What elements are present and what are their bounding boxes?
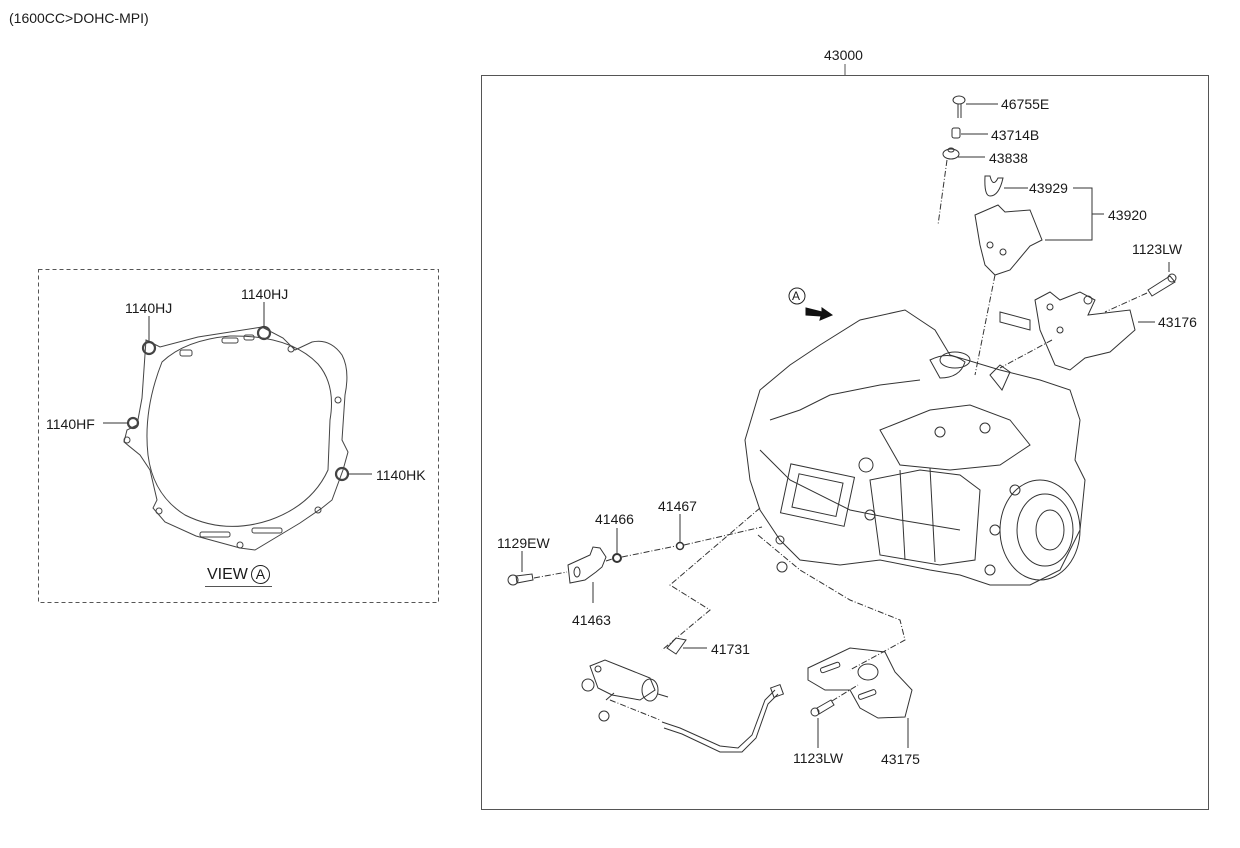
assembly-part-number[interactable]: 43000: [824, 47, 863, 63]
callout-1129ew[interactable]: 1129EW: [497, 535, 550, 551]
callout-43176[interactable]: 43176: [1158, 314, 1197, 330]
callout-43838[interactable]: 43838: [989, 150, 1028, 166]
clip-43929: [984, 175, 1004, 197]
washer-41467: [675, 541, 685, 551]
callout-41467[interactable]: 41467: [658, 498, 697, 514]
assembly-frame: [481, 75, 1209, 810]
callout-43175[interactable]: 43175: [881, 751, 920, 767]
callout-43920[interactable]: 43920: [1108, 207, 1147, 223]
callout-1140hj-left[interactable]: 1140HJ: [125, 300, 173, 316]
transmission-housing: [744, 309, 1086, 586]
align-line-top: [937, 159, 948, 226]
view-a-arrow: [805, 307, 834, 321]
callout-43929[interactable]: 43929: [1029, 180, 1068, 196]
bleeder-41731: [666, 637, 687, 655]
callout-41731[interactable]: 41731: [711, 641, 750, 657]
view-caption-prefix: VIEW: [207, 566, 248, 583]
view-marker-letter: A: [792, 289, 801, 303]
bolt-1123lw-bottom: [810, 699, 835, 717]
callout-41466[interactable]: 41466: [595, 511, 634, 527]
view-a-frame: [38, 269, 439, 603]
nut-41466: [612, 553, 622, 563]
callout-1140hk[interactable]: 1140HK: [376, 467, 426, 483]
callout-41463[interactable]: 41463: [572, 612, 611, 628]
bolt-1129ew: [507, 573, 534, 586]
slave-cylinder: [581, 659, 669, 722]
bolt-46755e: [952, 95, 966, 118]
callout-1123lw-top[interactable]: 1123LW: [1132, 241, 1183, 257]
bracket-43175: [807, 647, 913, 719]
bushing-43838: [942, 147, 960, 160]
bracket-41463: [567, 546, 607, 584]
gasket-plate: [123, 325, 350, 551]
callout-1140hf[interactable]: 1140HF: [46, 416, 95, 432]
callout-1140hj-top[interactable]: 1140HJ: [241, 286, 289, 302]
collar-43714b: [951, 127, 961, 139]
view-caption-letter: A: [250, 565, 270, 584]
clutch-hose: [661, 683, 785, 753]
callout-46755e[interactable]: 46755E: [1001, 96, 1050, 112]
bracket-43176: [999, 291, 1136, 371]
callout-43714b[interactable]: 43714B: [991, 127, 1040, 143]
bracket-43920: [974, 204, 1043, 276]
callout-1123lw-bottom[interactable]: 1123LW: [793, 750, 844, 766]
engine-spec-header: (1600CC>DOHC-MPI): [9, 10, 149, 26]
bolt-1123lw-top: [1147, 273, 1177, 297]
